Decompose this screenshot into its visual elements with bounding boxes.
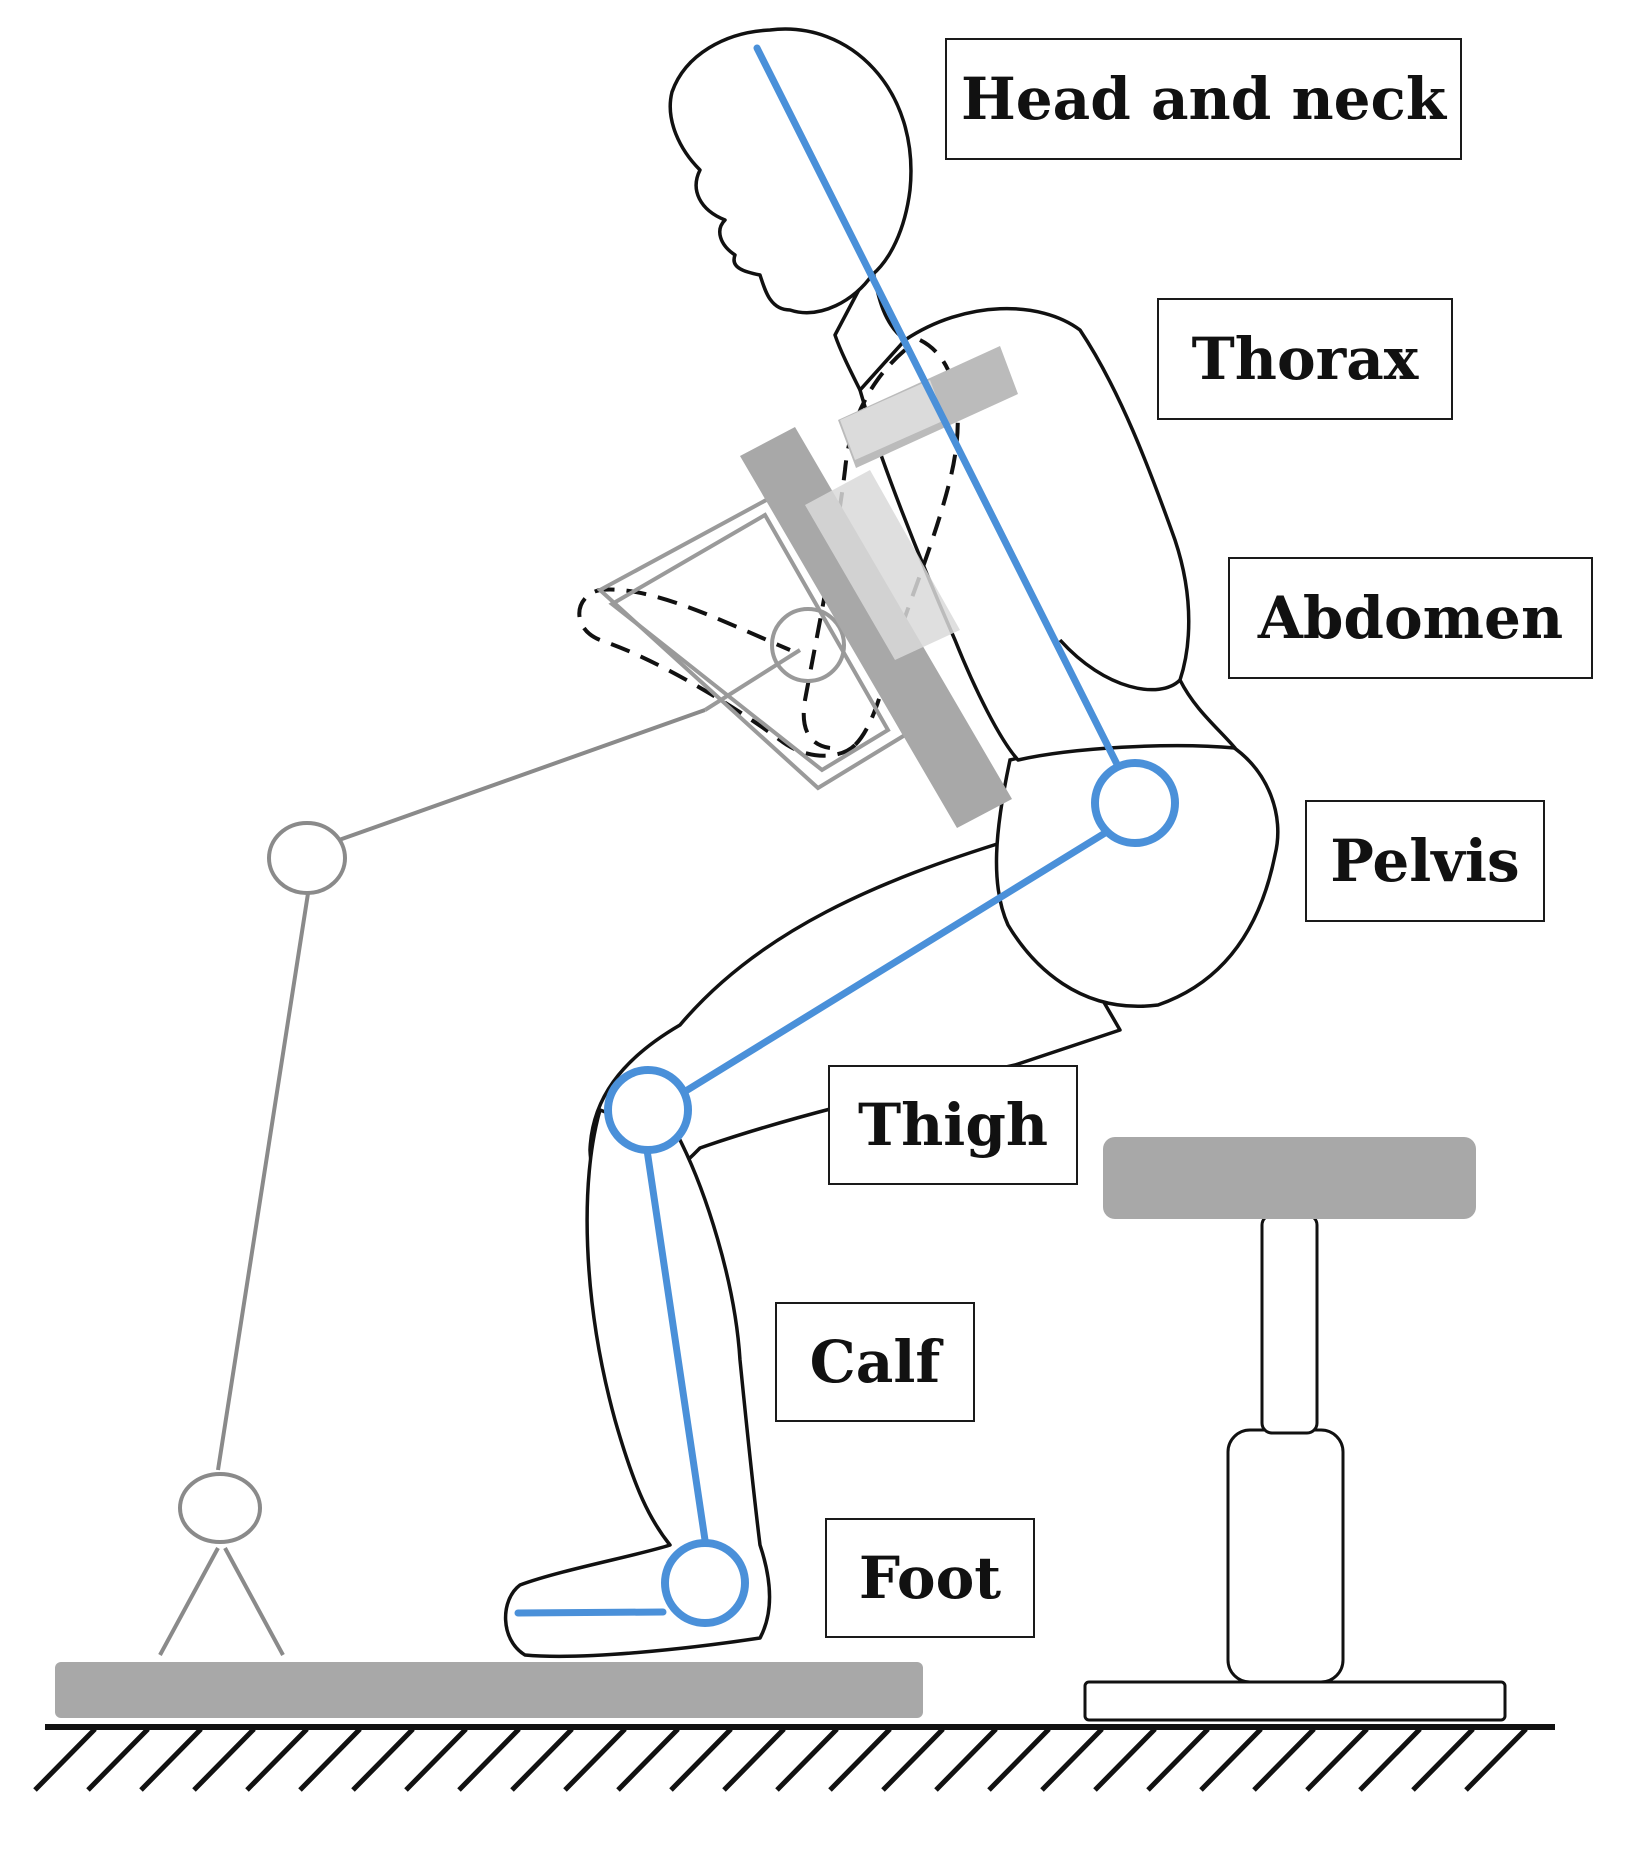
label-head-and-neck: Head and neck — [945, 38, 1462, 160]
posture-reference-bars — [740, 346, 1018, 828]
ground-hatch-line — [1305, 1727, 1369, 1792]
ground-hatch-line — [139, 1727, 203, 1792]
ground-hatch-line — [457, 1727, 521, 1792]
stool-seat — [1103, 1137, 1476, 1219]
calf-segment-line — [643, 1146, 709, 1544]
reference-bar-light-cross — [840, 380, 945, 460]
ground-hatch-line — [404, 1727, 468, 1792]
ground-hatch-line — [1464, 1727, 1528, 1792]
support-frame — [158, 708, 706, 1656]
segment-lines — [514, 44, 1139, 1617]
ground-hatch-line — [722, 1727, 786, 1792]
ankle-joint — [661, 1539, 749, 1627]
ground-hatch-line — [1040, 1727, 1104, 1792]
ground-hatch-line — [192, 1727, 256, 1792]
ground-hatch-line — [510, 1727, 574, 1792]
stool — [1083, 1137, 1507, 1722]
ground-hatch-line — [86, 1727, 150, 1792]
reference-bar-light — [805, 470, 960, 660]
stool-base — [1083, 1680, 1507, 1722]
ground-hatch-line — [828, 1727, 892, 1792]
board-joint — [770, 607, 846, 683]
ground-hatch-line — [1411, 1727, 1475, 1792]
foot-segment-line — [514, 1608, 667, 1617]
stool-lower-column — [1226, 1428, 1345, 1684]
ground-hatch-line — [563, 1727, 627, 1792]
label-thigh: Thigh — [828, 1065, 1078, 1185]
ground-hatch-line — [1146, 1727, 1210, 1792]
ground-hatch-line — [616, 1727, 680, 1792]
ground-hatch-line — [298, 1727, 362, 1792]
ground-hatch-line — [1358, 1727, 1422, 1792]
frame-joint-upper — [267, 821, 347, 895]
ground-hatch-line — [33, 1727, 97, 1792]
ground — [33, 1724, 1555, 1792]
ground-hatch-line — [669, 1727, 733, 1792]
label-calf: Calf — [775, 1302, 975, 1422]
ground-hatch-line — [987, 1727, 1051, 1792]
spine-segment-line — [753, 44, 1139, 804]
floor-platform — [55, 1662, 923, 1718]
thigh-segment-line — [659, 829, 1109, 1109]
stool-upper-column — [1260, 1213, 1319, 1435]
ground-hatch-line — [934, 1727, 998, 1792]
label-thorax: Thorax — [1157, 298, 1453, 420]
ground-hatch-line — [351, 1727, 415, 1792]
ground-hatch-line — [1093, 1727, 1157, 1792]
ground-hatch-line — [245, 1727, 309, 1792]
ground-hatch-line — [775, 1727, 839, 1792]
ground-hatch-line — [1252, 1727, 1316, 1792]
label-abdomen: Abdomen — [1228, 557, 1593, 679]
label-foot: Foot — [825, 1518, 1035, 1638]
head-outline — [668, 27, 913, 392]
frame-joint-lower — [178, 1472, 262, 1544]
hip-joint — [1091, 759, 1179, 847]
reference-bar-upper — [740, 427, 1012, 828]
ground-hatch-line — [881, 1727, 945, 1792]
label-pelvis: Pelvis — [1305, 800, 1545, 922]
ground-hatch-line — [1199, 1727, 1263, 1792]
joint-markers — [604, 759, 1179, 1627]
knee-joint — [604, 1066, 692, 1154]
